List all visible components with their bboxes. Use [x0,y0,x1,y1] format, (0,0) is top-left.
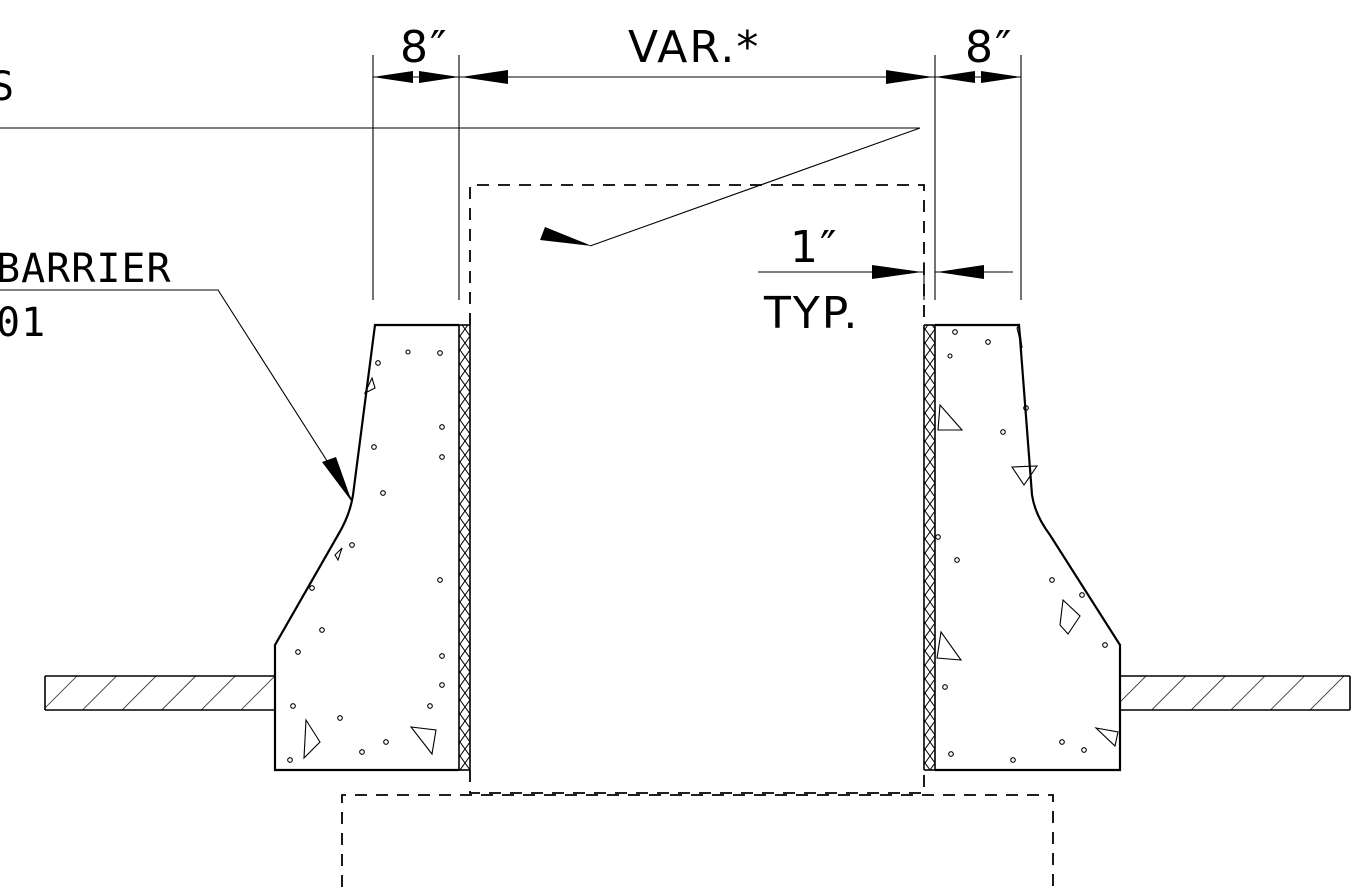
dimension-left [373,71,459,83]
dashed-outlines [341,184,1054,887]
barrier-callout-line2: 01 [0,300,46,346]
leader-barrier [0,289,353,502]
leader-top [0,127,921,247]
aggregate-right [935,323,1119,763]
dim-center-label: VAR.* [628,22,760,73]
top-left-note: S [0,64,15,110]
barrier-callout-line1: BARRIER [0,246,172,292]
dimension-right [935,71,1021,83]
barrier-left [273,323,471,772]
dim-right-label: 8″ [965,22,1013,73]
ground-left [44,675,275,711]
dimension-center [459,70,935,84]
aggregate-left [287,349,445,763]
dim-left-label: 8″ [400,22,448,73]
ground-right [1120,675,1351,711]
dim-gap-note-label: TYP. [763,288,859,339]
extension-lines [372,55,1022,300]
barrier-right [923,323,1122,772]
dim-gap-value-label: 1″ [790,222,838,273]
dimension-gap [758,265,1013,279]
